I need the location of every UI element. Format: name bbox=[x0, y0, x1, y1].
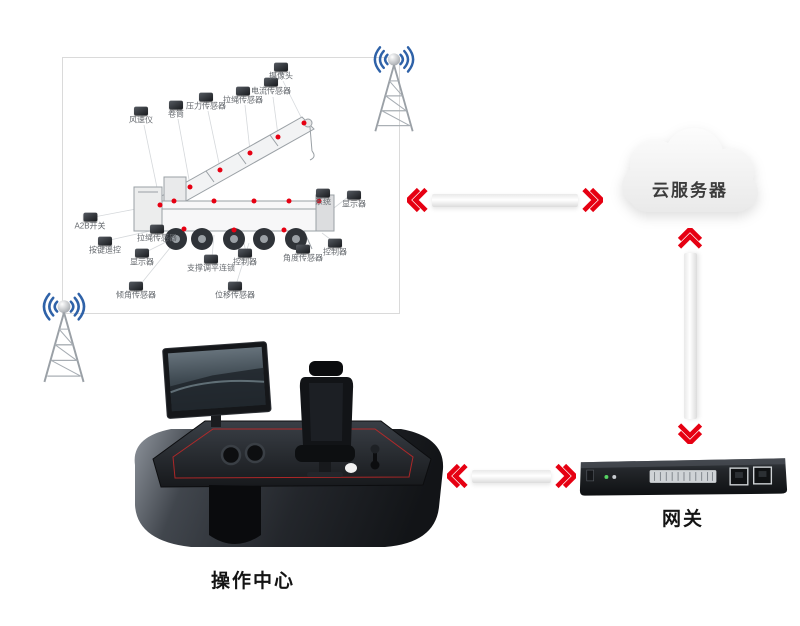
sensor-device-icon bbox=[238, 248, 252, 258]
sensor-item: 卷筒 bbox=[168, 100, 184, 120]
sensor-item: 电流传感器 bbox=[251, 77, 291, 97]
console-label: 操作中心 bbox=[210, 571, 295, 592]
sensor-label: 卷筒 bbox=[168, 109, 184, 119]
sensor-label: 显示器 bbox=[342, 199, 366, 209]
chevron-down-icon bbox=[677, 423, 703, 444]
sensor-label: 位移传感器 bbox=[215, 290, 255, 300]
console-monitor bbox=[162, 341, 272, 427]
sensor-label: 压力传感器 bbox=[186, 101, 226, 111]
sensor-label: 角度传感器 bbox=[283, 253, 323, 263]
sensor-item: 位移传感器 bbox=[215, 281, 255, 301]
sensor-device-icon bbox=[169, 100, 183, 110]
console-joystick bbox=[345, 444, 380, 473]
sensor-item: 显示器 bbox=[342, 190, 366, 210]
sensor-device-icon bbox=[204, 254, 218, 264]
sensor-device-icon bbox=[83, 212, 97, 222]
chevron-right-icon bbox=[555, 463, 576, 489]
sensor-label: 倾角传感器 bbox=[116, 290, 156, 300]
sensor-label: 控制器 bbox=[233, 257, 257, 267]
cloud-server-node: 云服务器 bbox=[606, 124, 774, 228]
cloud-server-label: 云服务器 bbox=[652, 181, 728, 200]
gateway-label: 网关 bbox=[661, 509, 704, 530]
sensor-item: 系统 bbox=[315, 188, 331, 208]
sensor-item: 控制器 bbox=[323, 238, 347, 258]
radio-tower-icon-left bbox=[20, 284, 108, 386]
cloud-icon bbox=[622, 128, 758, 212]
sensor-item: 拉绳传感器 bbox=[137, 224, 177, 244]
link-arrow-console-gateway bbox=[447, 463, 576, 489]
sensor-item: 压力传感器 bbox=[186, 92, 226, 112]
link-beam bbox=[472, 469, 551, 483]
sensor-device-icon bbox=[199, 92, 213, 102]
crane-chassis bbox=[133, 176, 335, 250]
sensor-device-icon bbox=[150, 224, 164, 234]
sensor-label: 系统 bbox=[315, 197, 331, 207]
chevron-left-icon bbox=[447, 463, 468, 489]
sensor-item: 角度传感器 bbox=[283, 244, 323, 264]
sensor-device-icon bbox=[328, 238, 342, 248]
sensor-device-icon bbox=[274, 62, 288, 72]
chevron-left-icon bbox=[407, 187, 428, 213]
sensor-label: 拉绳传感器 bbox=[223, 95, 263, 105]
crane-wheels bbox=[165, 228, 307, 250]
chevron-right-icon bbox=[582, 187, 603, 213]
sensor-label: 风速仪 bbox=[129, 115, 153, 125]
console-speaker-gauges bbox=[220, 442, 266, 466]
sensor-label: 摄像头 bbox=[269, 71, 293, 81]
sensor-label: 按键遥控 bbox=[89, 245, 121, 255]
sensor-item: 摄像头 bbox=[269, 62, 293, 82]
sensor-device-icon bbox=[347, 190, 361, 200]
sensor-label: 电流传感器 bbox=[251, 86, 291, 96]
sensor-point-dots bbox=[157, 120, 322, 233]
radio-tower-icon-top bbox=[352, 38, 436, 135]
sensor-item: 显示器 bbox=[130, 248, 154, 268]
console-base bbox=[134, 420, 444, 547]
sensor-device-icon bbox=[316, 188, 330, 198]
sensor-device-icon bbox=[228, 281, 242, 291]
sensor-device-icon bbox=[135, 248, 149, 258]
sensor-item: 控制器 bbox=[233, 248, 257, 268]
link-beam bbox=[683, 253, 697, 419]
crane-sensor-panel: 风速仪 卷筒 压力传感器 拉绳传感器 电流传感器 摄像头 系统 显示器 bbox=[62, 57, 400, 314]
sensor-device-icon bbox=[134, 106, 148, 116]
sensor-item: 拉绳传感器 bbox=[223, 86, 263, 106]
console-chair bbox=[295, 361, 355, 477]
sensor-item: A2B开关 bbox=[74, 212, 106, 232]
crane-truck-illustration bbox=[93, 80, 353, 286]
link-beam bbox=[432, 193, 578, 207]
sensor-device-icon bbox=[236, 86, 250, 96]
sensor-item: 按键遥控 bbox=[89, 236, 121, 256]
sensor-item: 支撑调平连锁 bbox=[187, 254, 235, 274]
sensor-device-icon bbox=[296, 244, 310, 254]
console-illustration bbox=[134, 341, 444, 547]
sensor-label: 支撑调平连锁 bbox=[187, 263, 235, 273]
sensor-device-icon bbox=[98, 236, 112, 246]
gateway-device-illustration bbox=[579, 458, 788, 496]
sensor-label: 控制器 bbox=[323, 247, 347, 257]
sensor-label: 显示器 bbox=[130, 257, 154, 267]
sensor-label: 拉绳传感器 bbox=[137, 233, 177, 243]
sensor-label: A2B开关 bbox=[74, 221, 106, 231]
sensor-device-icon bbox=[264, 77, 278, 87]
sensor-device-icon bbox=[129, 281, 143, 291]
chevron-up-icon bbox=[677, 228, 703, 249]
sensor-item: 风速仪 bbox=[129, 106, 153, 126]
link-arrow-cloud-gateway bbox=[677, 228, 703, 444]
link-arrow-crane-cloud bbox=[407, 187, 603, 213]
sensor-item: 倾角传感器 bbox=[116, 281, 156, 301]
